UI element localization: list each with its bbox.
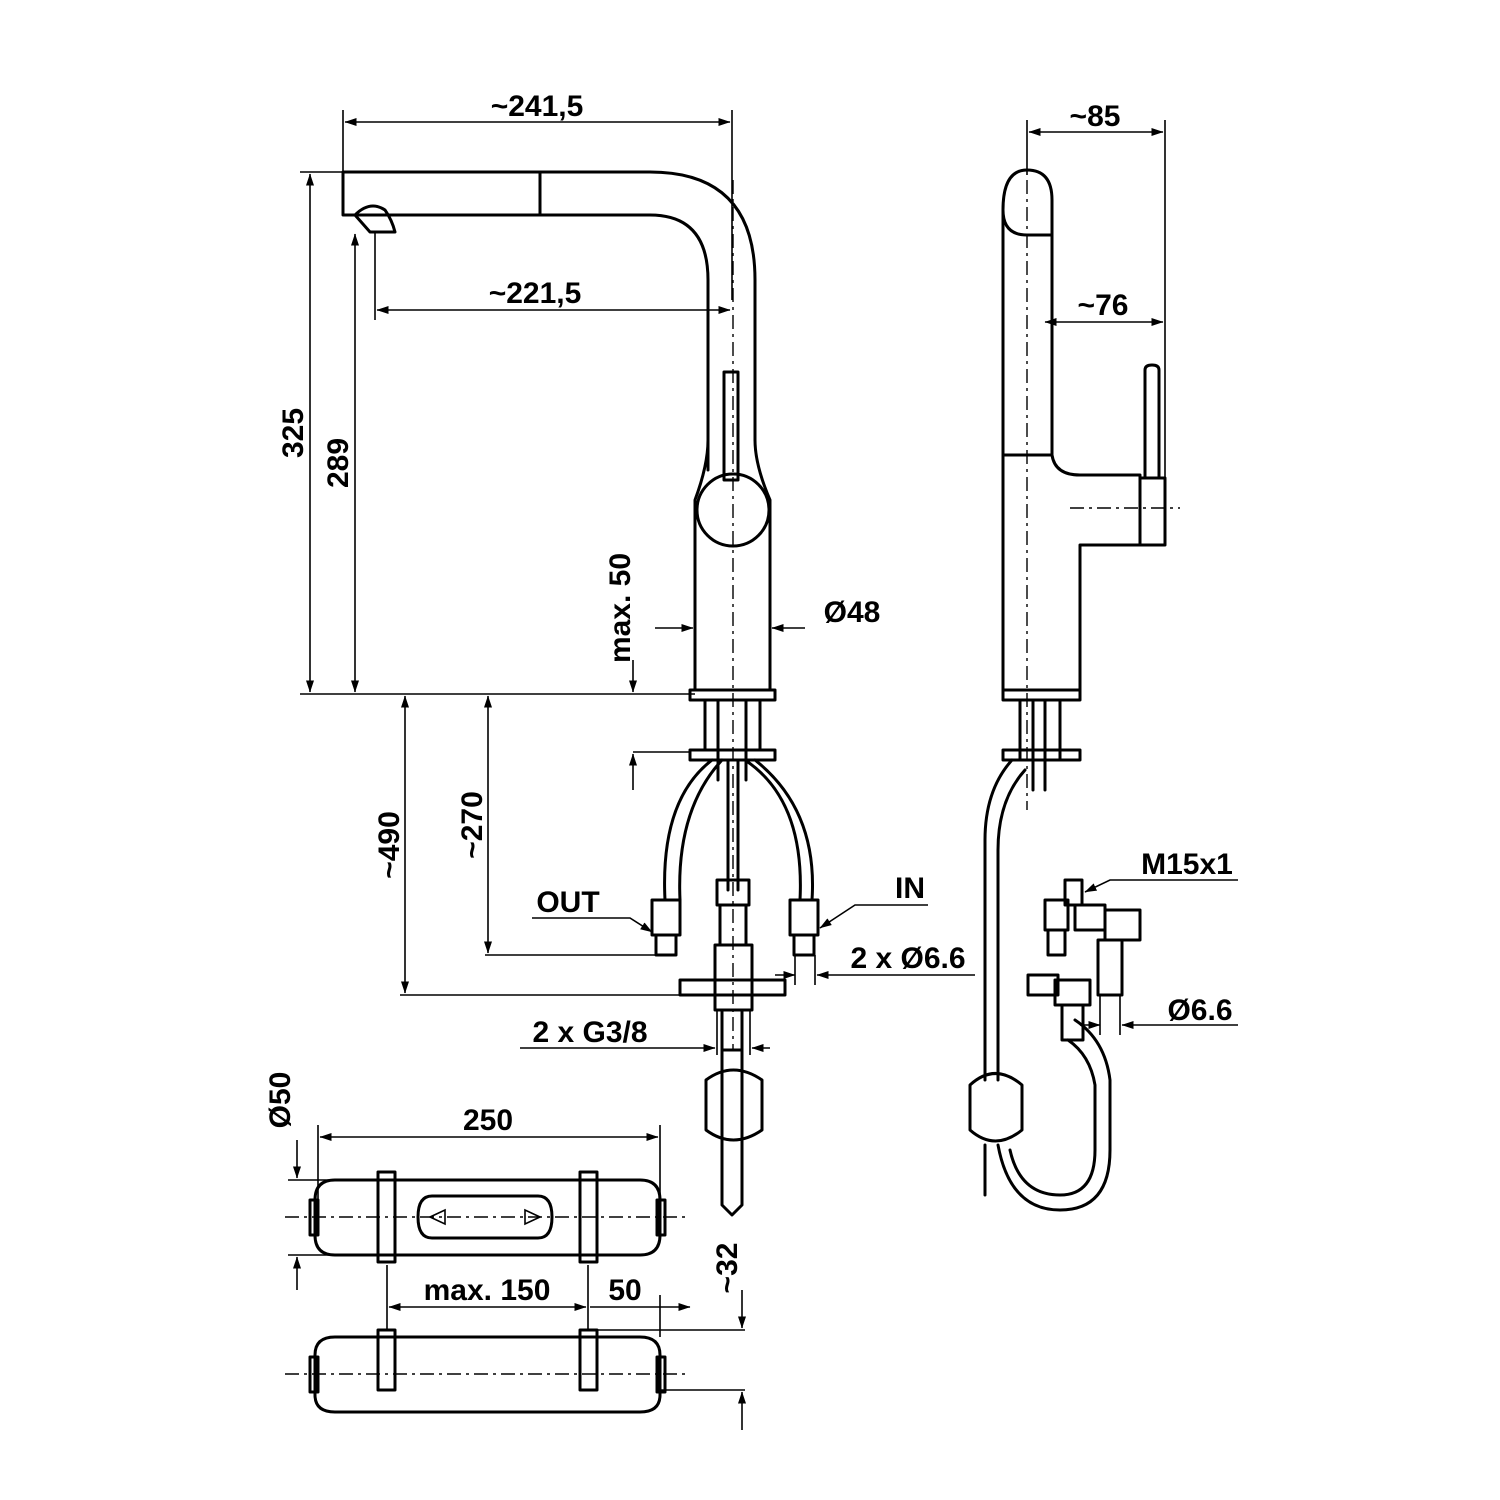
spout-inner-curve <box>538 213 710 472</box>
dim-depth-top: ~85 <box>1070 100 1121 133</box>
ext-filter-diameter <box>288 1179 335 1256</box>
front-view-faucet <box>341 170 820 1217</box>
dim-hose-diameter: 2 x Ø6.6 <box>850 942 965 975</box>
side-hose-inner <box>996 768 1027 1082</box>
fitting-in <box>788 898 820 957</box>
side-nut <box>1026 973 1060 997</box>
ext-32 <box>597 1329 745 1391</box>
side-hose-loop-inner <box>1008 1038 1097 1197</box>
dim-height-total: 325 <box>277 408 310 458</box>
hose-right-2 <box>753 758 815 902</box>
side-lever-body <box>1050 453 1142 692</box>
dim-filter-length: 250 <box>463 1104 513 1137</box>
dim-mount-spacing: max. 150 <box>424 1274 551 1307</box>
dim-below-270: ~270 <box>456 791 489 859</box>
filter-end-caps-top <box>308 1198 667 1237</box>
spout-outer-curve <box>538 170 757 442</box>
dim-max-thickness: max. 50 <box>604 553 637 663</box>
cartridge-circle <box>695 472 771 548</box>
ext-241 <box>342 110 733 300</box>
side-base-ring <box>1001 688 1082 702</box>
filter-body-top <box>313 1178 662 1257</box>
side-mounting-plate <box>1001 748 1082 762</box>
base-ring <box>688 688 777 702</box>
center-rod <box>726 758 740 892</box>
dim-height-outlet: 289 <box>322 438 355 488</box>
filter-end-caps-side <box>308 1355 667 1394</box>
front-dimensions: ~241,5 ~221,5 325 289 max. 50 Ø48 ~490 ~… <box>277 90 975 1055</box>
filter-brackets-side <box>376 1328 599 1392</box>
bottom-nut <box>678 978 787 997</box>
leader-in <box>819 904 928 929</box>
dim-end-offset: 50 <box>608 1274 641 1307</box>
dim-side-hose-diameter: Ø6.6 <box>1167 994 1232 1027</box>
filter-window <box>416 1194 554 1240</box>
pipe-stub <box>720 1008 744 1052</box>
side-fitting-1 <box>1043 898 1070 957</box>
side-elbow-connector <box>1073 903 1142 942</box>
side-fitting-66 <box>1096 938 1124 997</box>
dim-bracket-height: ~32 <box>711 1243 744 1294</box>
hose-left-2 <box>678 758 724 902</box>
side-dimensions: ~85 ~76 M15x1 Ø6.6 <box>1026 100 1238 1035</box>
side-connector-block <box>1053 978 1092 1007</box>
label-out: OUT <box>536 886 599 919</box>
filter-clamps-top <box>376 1170 599 1264</box>
side-view-faucet <box>968 168 1180 1212</box>
side-lever-handle <box>1143 363 1161 480</box>
dim-thread: 2 x G3/8 <box>532 1016 647 1049</box>
threaded-connector <box>713 943 754 1012</box>
hose-weight <box>704 1068 764 1142</box>
fitting-out <box>650 898 682 957</box>
ext-side-66 <box>1099 995 1121 1035</box>
side-studs <box>1018 698 1062 792</box>
hose-right-1 <box>743 758 802 902</box>
filter-side-view <box>285 1328 690 1414</box>
dim-filter-diameter: Ø50 <box>264 1072 297 1129</box>
lever <box>722 370 740 482</box>
filter-body-side <box>313 1335 662 1414</box>
dim-below-490: ~490 <box>373 811 406 879</box>
filter-top-view <box>285 1170 690 1264</box>
filter-flow-arrows <box>428 1208 542 1226</box>
mounting-studs <box>703 698 762 782</box>
ext-250 <box>317 1125 661 1200</box>
ext-hose-66 <box>794 955 816 985</box>
side-hose-outer <box>983 758 1014 1082</box>
side-hose-loop-outer <box>996 1018 1112 1212</box>
mounting-plate <box>688 748 777 762</box>
dim-width-inner: ~221,5 <box>489 277 582 310</box>
dim-body-diameter: Ø48 <box>824 596 881 629</box>
side-body-outline <box>1001 208 1054 692</box>
side-hose-weight <box>968 1072 1024 1143</box>
dim-side-thread: M15x1 <box>1141 848 1233 881</box>
ext-85-76 <box>1026 120 1166 480</box>
label-in: IN <box>895 872 925 905</box>
ext-g38 <box>716 1010 751 1055</box>
side-lever-knob <box>1138 476 1167 547</box>
aerator <box>353 204 397 234</box>
spout-head <box>341 170 542 217</box>
dim-depth-mid: ~76 <box>1078 289 1129 322</box>
hose-end <box>720 1048 744 1217</box>
filter-dimensions: 250 Ø50 max. 150 50 ~32 <box>264 1072 746 1430</box>
leader-m15 <box>1084 879 1238 893</box>
hose-left-1 <box>663 758 714 902</box>
side-pipe-stub <box>1060 1003 1085 1042</box>
side-spout-head <box>1001 168 1054 237</box>
dim-width-outer: ~241,5 <box>491 90 584 123</box>
leader-out <box>532 917 653 933</box>
